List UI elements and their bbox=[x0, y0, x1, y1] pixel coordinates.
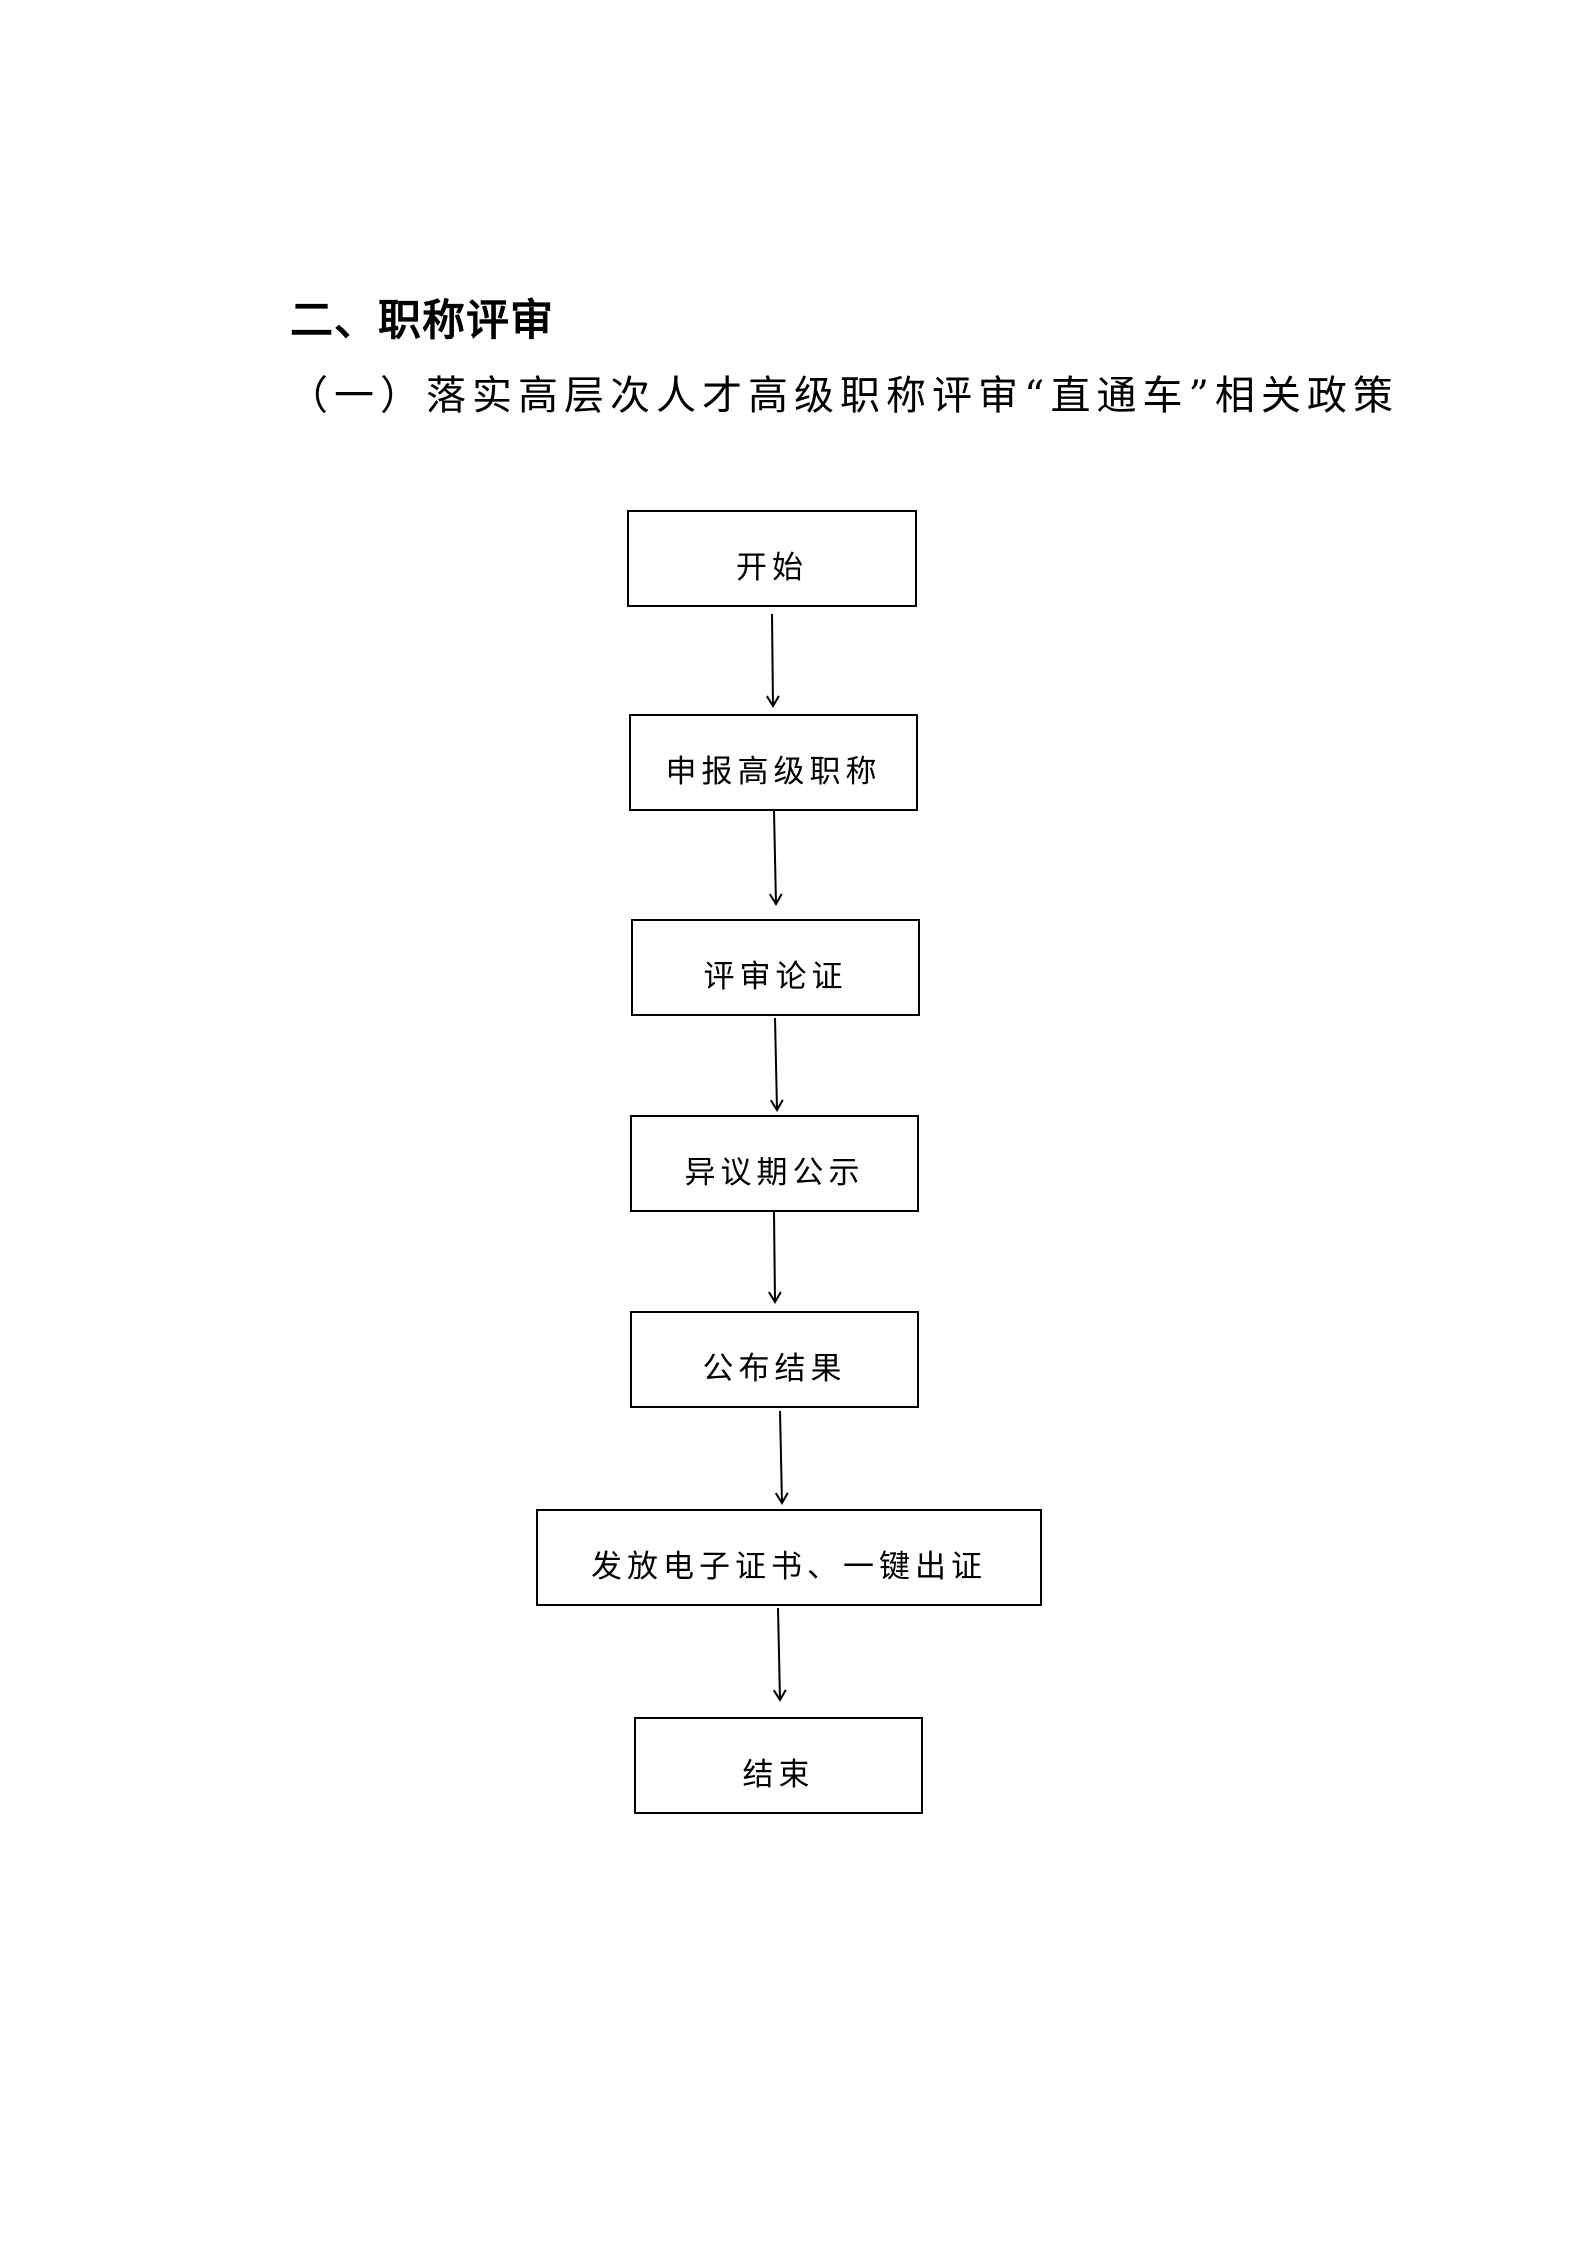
flow-arrow-3 bbox=[769, 1017, 784, 1112]
flow-step-start: 开始 bbox=[627, 510, 917, 607]
flow-step-label: 开始 bbox=[736, 550, 808, 586]
flow-step-label: 结束 bbox=[742, 1757, 815, 1793]
flow-arrow-1 bbox=[766, 613, 780, 708]
flow-step-objection-notice: 异议期公示 bbox=[630, 1115, 919, 1212]
subsection-title: （一）落实高层次人才高级职称评审“直通车”相关政策 bbox=[288, 373, 1399, 419]
flow-step-issue-certificate: 发放电子证书、一键出证 bbox=[536, 1509, 1042, 1606]
flow-step-label: 申报高级职称 bbox=[665, 754, 882, 790]
flow-arrow-5 bbox=[774, 1410, 789, 1505]
flow-arrow-2 bbox=[768, 810, 783, 906]
flow-step-label: 评审论证 bbox=[703, 959, 848, 995]
flow-arrow-6 bbox=[772, 1607, 787, 1702]
flow-arrow-4 bbox=[768, 1211, 782, 1304]
flow-step-publish-results: 公布结果 bbox=[630, 1311, 919, 1408]
flow-step-review: 评审论证 bbox=[631, 919, 920, 1016]
flow-step-end: 结束 bbox=[634, 1717, 923, 1814]
flow-step-apply: 申报高级职称 bbox=[629, 714, 918, 811]
section-title: 二、职称评审 bbox=[290, 296, 554, 346]
flow-step-label: 发放电子证书、一键出证 bbox=[591, 1549, 987, 1585]
flow-step-label: 公布结果 bbox=[702, 1351, 847, 1387]
flow-step-label: 异议期公示 bbox=[684, 1155, 865, 1191]
